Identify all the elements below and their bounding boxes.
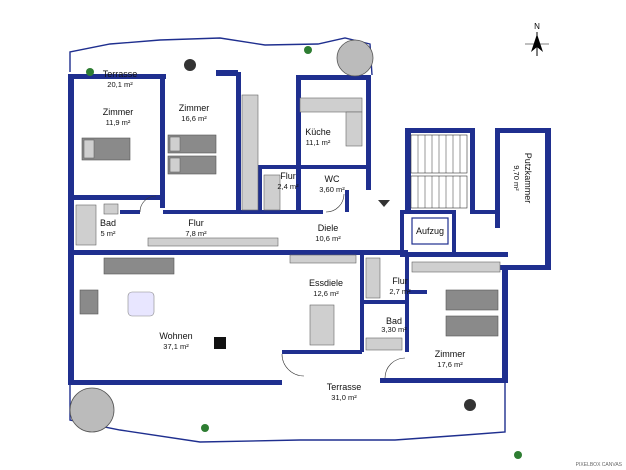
credit-text: PIXELBOX CANVAS <box>576 462 623 468</box>
armchair-icon <box>79 289 99 315</box>
sofa-icon <box>103 257 175 275</box>
room-name: Bad <box>100 218 116 228</box>
stairs-upper <box>410 134 468 174</box>
stairwell-block <box>405 128 551 270</box>
room-name: Aufzug <box>416 226 444 236</box>
room-flur-mid: Flur 7,8 m² <box>185 218 207 238</box>
room-wohnen: Wohnen 37,1 m² <box>159 331 192 351</box>
room-name: Flur <box>280 171 296 181</box>
room-terrasse-bottom: Terrasse 31,0 m² <box>327 382 362 402</box>
terrace-table-icon <box>464 399 476 411</box>
room-area: 3,30 m² <box>381 325 407 334</box>
bed-icon <box>445 315 499 337</box>
shelf-icon <box>147 237 279 247</box>
room-area: 3,60 m² <box>319 185 345 194</box>
room-area: 2,4 m² <box>277 182 299 191</box>
room-area: 11,1 m² <box>306 138 331 147</box>
room-name: Küche <box>305 127 331 137</box>
room-name: Zimmer <box>179 103 210 113</box>
plant-icon <box>86 68 94 76</box>
room-area: 12,6 m² <box>313 289 339 298</box>
room-zimmer-left: Zimmer 11,9 m² <box>103 107 134 127</box>
wardrobe-icon <box>365 257 381 299</box>
room-name: Flur <box>392 276 408 286</box>
plant-icon <box>201 424 209 432</box>
room-area: 2,7 m² <box>389 287 411 296</box>
room-area: 10,6 m² <box>315 234 341 243</box>
spiral-stair-icon <box>69 387 115 433</box>
terrace-bottom-outline <box>69 378 506 443</box>
dining-table-icon <box>309 304 335 346</box>
kitchen-counter-icon <box>299 97 363 113</box>
room-zimmer-mid: Zimmer 16,6 m² <box>179 103 210 123</box>
shelf-icon <box>289 254 357 264</box>
room-bad-right: Bad 3,30 m² <box>381 316 407 334</box>
room-diele: Diele 10,6 m² <box>315 223 341 243</box>
room-name: Essdiele <box>309 278 343 288</box>
sink-icon <box>103 203 119 215</box>
room-flur-small: Flur 2,4 m² <box>277 171 299 191</box>
room-bad-left: Bad 5 m² <box>100 218 116 238</box>
doors <box>139 193 406 379</box>
wardrobe-icon <box>411 261 501 273</box>
room-name: Putzkammer <box>523 153 533 204</box>
plant-icon <box>514 451 522 459</box>
room-area: 16,6 m² <box>181 114 207 123</box>
room-area: 17,6 m² <box>437 360 463 369</box>
room-area: 7,8 m² <box>185 229 207 238</box>
room-area: 11,9 m² <box>106 118 131 127</box>
room-terrasse-top: Terrasse 20,1 m² <box>103 69 138 89</box>
bathtub-icon <box>365 337 403 351</box>
coffee-table-icon <box>127 291 155 317</box>
plant-icon <box>304 46 312 54</box>
room-area: 5 m² <box>101 229 117 238</box>
room-essdiele: Essdiele 12,6 m² <box>309 278 343 298</box>
room-name: WC <box>325 174 340 184</box>
room-area: 37,1 m² <box>163 342 189 351</box>
stairs-lower <box>410 175 468 209</box>
plants <box>86 46 522 459</box>
room-area: 31,0 m² <box>331 393 357 402</box>
room-name: Terrasse <box>103 69 138 79</box>
room-wc: WC 3,60 m² <box>319 174 345 194</box>
terrace-table-icon <box>184 59 196 71</box>
room-name: Bad <box>386 316 402 326</box>
room-name: Diele <box>318 223 339 233</box>
entrance-arrow-icon <box>378 200 390 207</box>
bathtub-icon <box>75 204 97 246</box>
north-arrow-icon <box>531 34 543 52</box>
room-name: Wohnen <box>159 331 192 341</box>
room-name: Zimmer <box>435 349 466 359</box>
bed-icon <box>445 289 499 311</box>
room-area: 9,70 m² <box>512 165 521 191</box>
outer-walls <box>68 70 508 385</box>
room-name: Zimmer <box>103 107 134 117</box>
room-flur-right: Flur 2,7 m² <box>389 276 411 296</box>
room-name: Flur <box>188 218 204 228</box>
room-zimmer-right: Zimmer 17,6 m² <box>435 349 466 369</box>
room-area: 20,1 m² <box>107 80 133 89</box>
room-kueche: Küche 11,1 m² <box>305 127 331 147</box>
wardrobe-icon <box>241 94 259 211</box>
wardrobe-icon <box>263 174 281 211</box>
room-aufzug: Aufzug <box>411 217 449 245</box>
room-name: Terrasse <box>327 382 362 392</box>
furniture <box>69 39 501 433</box>
compass-north-label: N <box>534 22 540 31</box>
stove-icon <box>214 337 226 349</box>
compass: N <box>525 22 549 56</box>
spiral-stair-icon <box>336 39 374 77</box>
room-putzkammer: Putzkammer 9,70 m² <box>512 153 533 204</box>
